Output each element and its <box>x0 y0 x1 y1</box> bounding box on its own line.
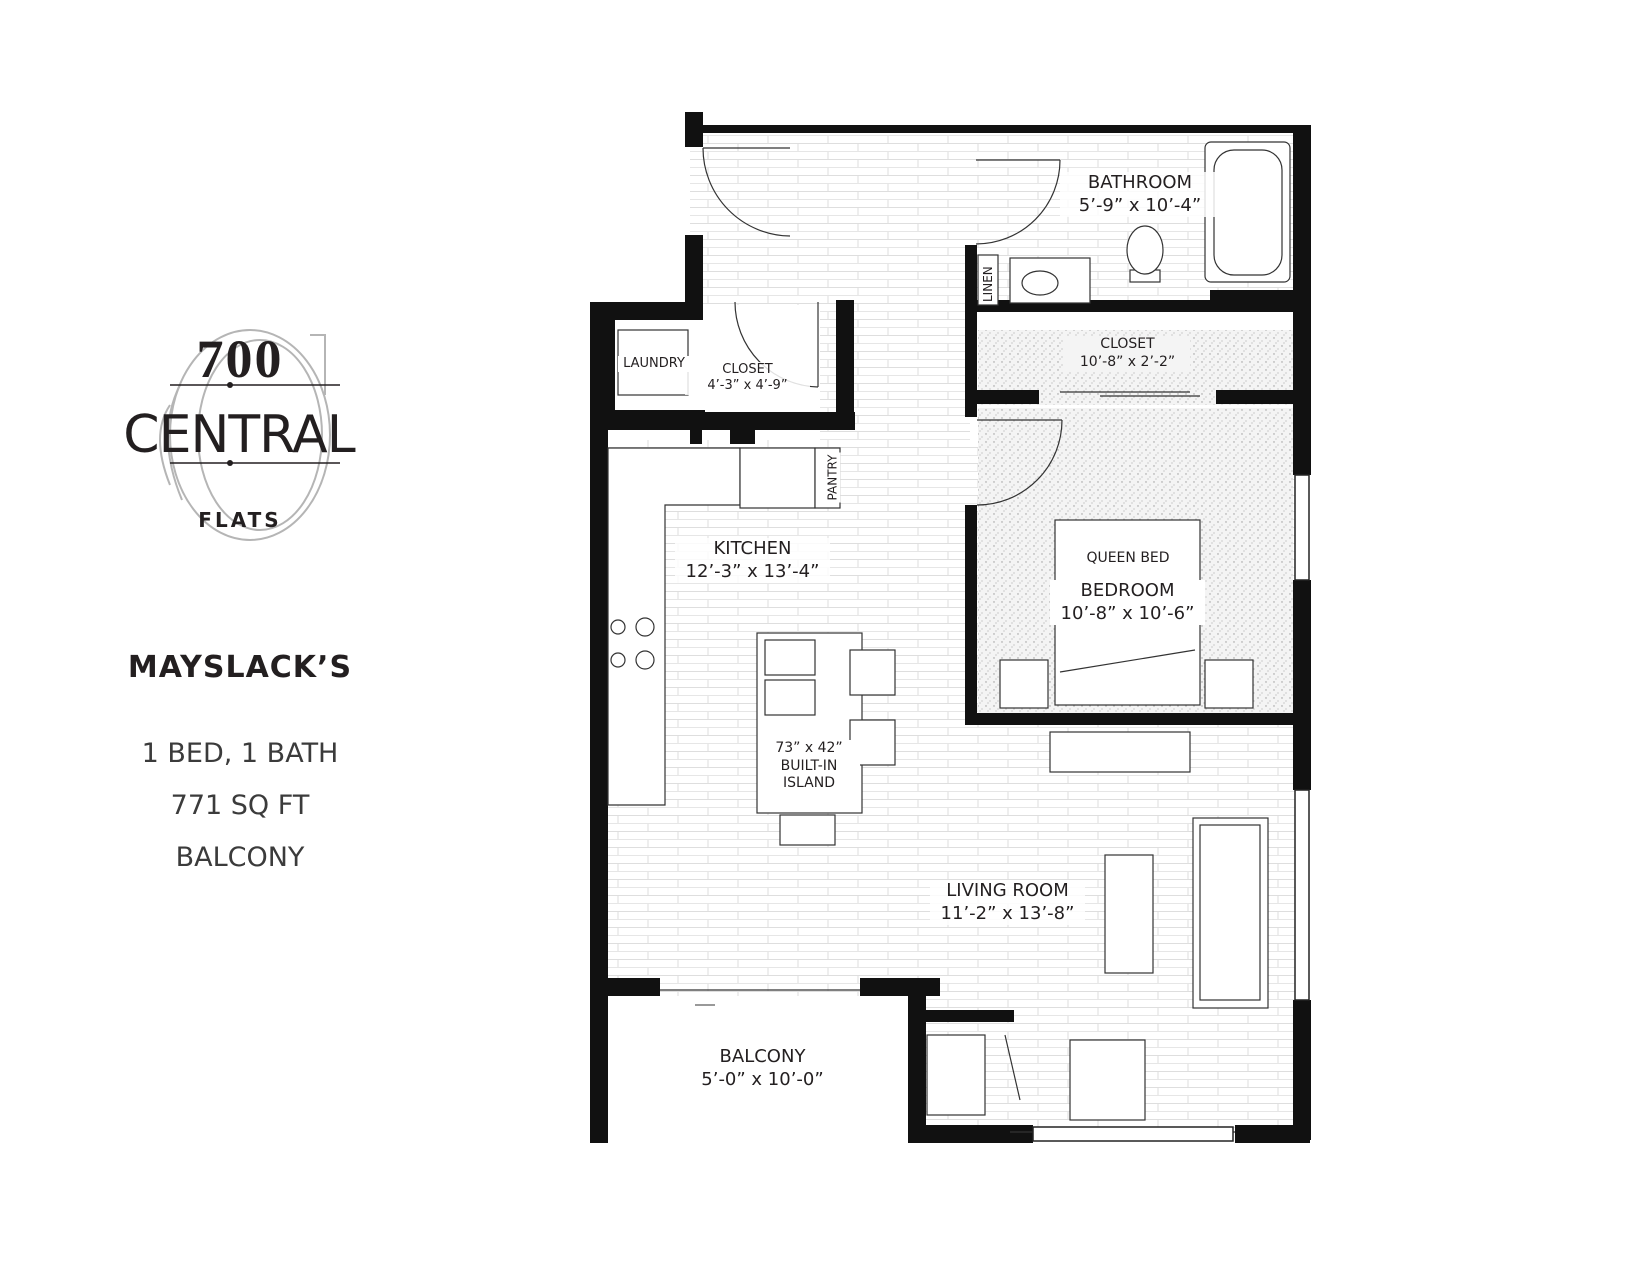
bathroom-label: BATHROOM 5’-9” x 10’-4” <box>1060 172 1220 217</box>
living-room-label: LIVING ROOM 11’-2” x 13’-8” <box>930 880 1085 925</box>
laundry-label: LAUNDRY <box>618 356 690 373</box>
pantry-label: PANTRY <box>825 452 841 503</box>
plan-name: MAYSLACK’S <box>127 650 353 685</box>
bathroom-name: BATHROOM <box>1087 172 1193 193</box>
laundry-closet-dims: 4’-3” x 4’-9” <box>707 378 788 394</box>
island-name: ISLAND <box>783 775 835 791</box>
living-room-dims: 11’-2” x 13’-8” <box>940 902 1075 924</box>
bedroom-dims: 10’-8” x 10’-6” <box>1060 602 1195 624</box>
bedroom-label: BEDROOM 10’-8” x 10’-6” <box>1050 580 1205 625</box>
logo-emblem <box>159 329 340 541</box>
linen-label: LINEN <box>981 266 995 302</box>
logo-sub: FLATS <box>198 508 282 532</box>
balcony-name: BALCONY <box>719 1046 806 1067</box>
balcony-label: BALCONY 5’-0” x 10’-0” <box>690 1046 835 1091</box>
spec-beds-baths: 1 BED, 1 BATH <box>141 738 339 769</box>
kitchen-label: KITCHEN 12’-3” x 13’-4” <box>675 538 830 583</box>
laundry-closet-label: CLOSET 4’-3” x 4’-9” <box>685 362 810 395</box>
bathroom-dims: 5’-9” x 10’-4” <box>1078 194 1202 216</box>
island-label: 73” x 42” BUILT-IN ISLAND <box>758 740 860 793</box>
balcony-dims: 5’-0” x 10’-0” <box>701 1068 824 1090</box>
kitchen-dims: 12’-3” x 13’-4” <box>685 560 820 582</box>
bedroom-closet-dims: 10’-8” x 2’-2” <box>1079 353 1176 370</box>
spec-balcony: BALCONY <box>175 842 305 873</box>
island-size: 73” x 42” <box>775 740 843 756</box>
bedroom-closet-label: CLOSET 10’-8” x 2’-2” <box>1065 336 1190 371</box>
queen-bed-label: QUEEN BED <box>1068 550 1188 568</box>
spec-area: 771 SQ FT <box>170 790 310 821</box>
logo-name: CENTRAL <box>123 405 355 465</box>
laundry-closet-name: CLOSET <box>722 362 773 377</box>
bedroom-name: BEDROOM <box>1080 580 1175 601</box>
logo-number: 700 <box>196 329 284 389</box>
bedroom-closet-name: CLOSET <box>1100 336 1155 352</box>
island-type: BUILT-IN <box>780 757 838 774</box>
kitchen-name: KITCHEN <box>713 538 792 559</box>
living-room-name: LIVING ROOM <box>946 880 1069 901</box>
